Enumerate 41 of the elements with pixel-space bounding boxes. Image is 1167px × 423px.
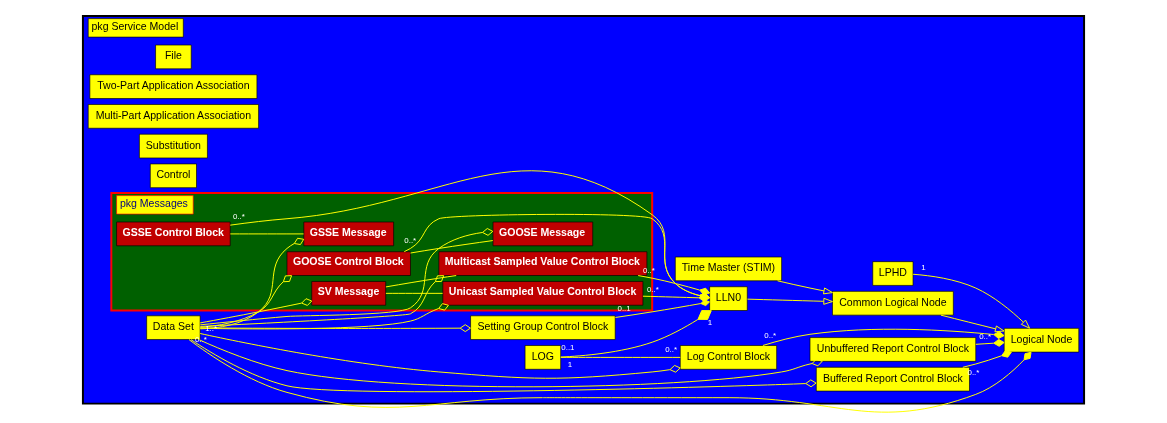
- connector: [560, 356, 681, 358]
- connector: [385, 275, 457, 288]
- connector: [962, 350, 1012, 368]
- node-box: Multi-Part Application Association: [87, 104, 259, 129]
- connector: [762, 328, 1005, 346]
- arrow: [777, 280, 833, 295]
- connector: [199, 275, 293, 328]
- node-box: GSSE Control Block: [116, 221, 231, 247]
- node-box: LPHD: [872, 261, 914, 286]
- connector: [199, 303, 449, 330]
- connector: [637, 275, 711, 296]
- node-box: Unicast Sampled Value Control Block: [442, 281, 644, 306]
- connector: [560, 310, 712, 358]
- connector: [614, 299, 710, 318]
- connector: [199, 333, 681, 379]
- node-box: Substitution: [139, 133, 208, 159]
- connector: [199, 237, 305, 330]
- node-box: Control: [149, 163, 197, 188]
- node-box: Unbuffered Report Control Block: [809, 337, 977, 362]
- connector: [385, 292, 444, 294]
- arrow: [912, 273, 1031, 329]
- node-box: LOG: [524, 345, 562, 370]
- connector: [410, 240, 494, 254]
- connector: [199, 228, 494, 326]
- node-box: Two-Part Application Association: [89, 74, 258, 99]
- node-box: File: [155, 44, 192, 70]
- node-box: Setting Group Control Block: [470, 315, 616, 340]
- node-box: Common Logical Node: [832, 291, 954, 316]
- arrow: [747, 297, 833, 305]
- connector: [975, 338, 1005, 347]
- connector: [199, 298, 313, 324]
- node-box: GSSE Message: [303, 221, 394, 247]
- node-box: SV Message: [311, 281, 387, 306]
- node-box: GOOSE Control Block: [286, 251, 411, 276]
- arrow: [940, 314, 1005, 333]
- connector: [199, 275, 445, 327]
- node-box: LLN0: [709, 286, 748, 311]
- node-box: Logical Node: [1003, 328, 1080, 353]
- node-box: GOOSE Message: [492, 221, 594, 247]
- node-box: Log Control Block: [679, 345, 777, 370]
- node-box: Time Master (STIM): [674, 256, 782, 282]
